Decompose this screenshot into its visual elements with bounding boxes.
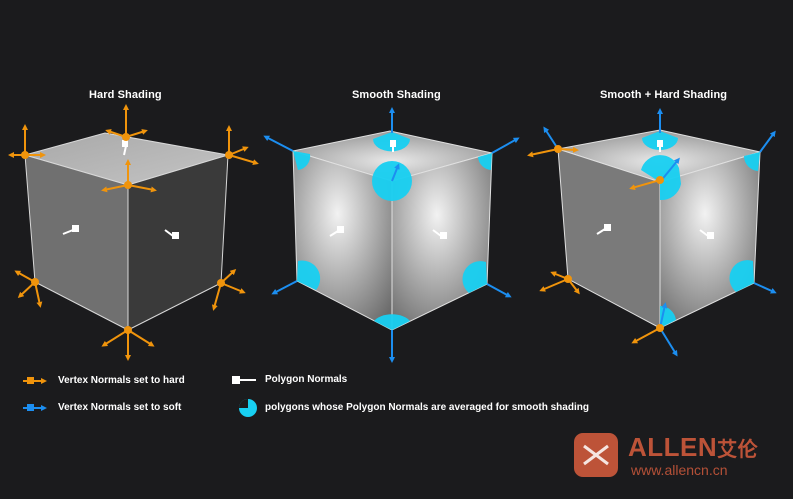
hard-vertex-normals (8, 104, 259, 361)
panel-title-smooth: Smooth Shading (352, 89, 441, 101)
hard-vertex-normal-arrow (527, 148, 559, 158)
hard-vertex-dot (554, 145, 562, 153)
polygon-normal-icon (390, 140, 396, 152)
legend-soft-icon (23, 404, 47, 411)
cube-smooth (292, 130, 493, 331)
hard-vertex-dot (564, 275, 572, 283)
averaged-region (743, 152, 760, 171)
soft-vertex-normal-arrow (263, 135, 294, 152)
legend-polygon-normal-icon (232, 376, 256, 384)
polygon-normal-icon (657, 140, 663, 152)
polygon-normal-icon (62, 225, 79, 235)
polygon-normal-icon (122, 140, 128, 156)
hard-vertex-normal-arrow (225, 125, 259, 166)
averaged-region (478, 153, 492, 170)
hard-vertex-normal-arrow (105, 104, 148, 141)
soft-vertex-normals (543, 108, 777, 357)
watermark-url: www.allencn.cn (631, 462, 728, 478)
polygon-normal-icon (329, 226, 344, 237)
allen-logo-icon (574, 433, 618, 477)
polygon-normal-icon (164, 229, 179, 239)
averaged-region (462, 261, 487, 293)
polygon-normal-icon (432, 229, 447, 239)
averaged-region (293, 151, 311, 170)
watermark-brand: ALLEN艾伦 (628, 432, 758, 463)
panel-title-hard: Hard Shading (89, 89, 162, 101)
watermark-brand-cn: 艾伦 (717, 437, 759, 461)
soft-vertex-normal-arrow (659, 327, 678, 357)
legend-polygon-label: Polygon Normals (265, 374, 348, 385)
cube-hard (23, 132, 229, 331)
legend-hard-label: Vertex Normals set to hard (58, 375, 185, 386)
polygon-normals (329, 140, 447, 239)
cube-right-face (127, 154, 229, 331)
soft-vertex-normal-arrow (271, 280, 298, 295)
hard-vertex-normal-arrow (211, 268, 246, 311)
hard-vertex-normal-arrow (631, 327, 661, 344)
hard-vertex-normals (527, 145, 664, 344)
panel-smooth-hard-shading (527, 108, 777, 357)
hard-vertex-normal-arrow (101, 159, 157, 193)
averaged-region (374, 314, 410, 330)
averaged-region (729, 260, 754, 292)
hard-vertex-dot (656, 176, 664, 184)
legend-hard-icon (23, 377, 47, 384)
hard-vertex-normal-arrow (8, 124, 46, 159)
hard-vertex-dot (656, 324, 664, 332)
soft-vertex-normal-arrow (753, 282, 777, 294)
polygon-normals (596, 140, 714, 239)
legend-soft-label: Vertex Normals set to soft (58, 402, 182, 413)
hard-vertex-normal-arrow (539, 278, 569, 292)
panel-title-smooth-hard: Smooth + Hard Shading (600, 89, 728, 101)
legend-averaged-icon (239, 399, 257, 417)
legend-averaged-label: polygons whose Polygon Normals are avera… (265, 402, 589, 413)
watermark-brand-latin: ALLEN (628, 432, 718, 462)
soft-vertex-normal-arrow (759, 130, 776, 153)
hard-vertex-normal-arrow (101, 326, 155, 361)
soft-vertex-normal-arrow (391, 163, 400, 182)
polygon-normal-icon (596, 224, 611, 235)
panel-smooth-shading (263, 107, 520, 363)
hard-vertex-normal-arrow (14, 270, 43, 308)
polygon-normals (62, 140, 179, 239)
hard-vertex-normal-arrow (629, 179, 661, 191)
panel-hard-shading (8, 104, 259, 361)
averaged-region (297, 260, 321, 290)
polygon-normal-icon (699, 229, 714, 239)
soft-vertex-normals (263, 107, 520, 363)
soft-vertex-normal-arrow (486, 283, 512, 298)
soft-vertex-normal-arrow (491, 137, 520, 154)
